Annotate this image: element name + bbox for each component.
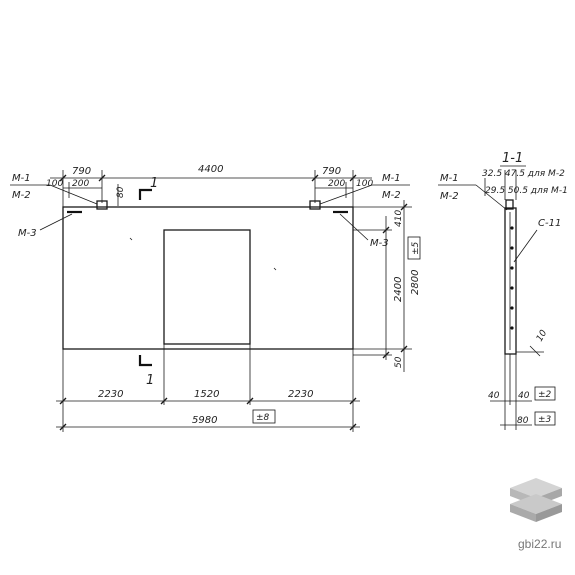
dim-200-right: 200 xyxy=(328,179,345,189)
label-m1-left: М-1 xyxy=(12,173,31,184)
section-loop xyxy=(505,199,514,210)
tolerance-pm8: ±8 xyxy=(256,413,270,423)
panel-outline xyxy=(62,206,354,350)
section-d10-arrow xyxy=(529,345,541,357)
section-d40b: 40 xyxy=(518,391,530,401)
leader-m3-right xyxy=(339,213,369,241)
dim-100-right: 100 xyxy=(356,179,373,189)
dim-410: 410 xyxy=(394,210,404,227)
dim-right-ticks xyxy=(382,203,408,359)
dim-bottom-ticks xyxy=(59,397,357,431)
leader-m1m2-right xyxy=(319,184,373,205)
section-note-1: 32.5 47.5 для М-2 xyxy=(482,169,565,179)
section-tol-pm2: ±2 xyxy=(538,390,552,400)
section-d80: 80 xyxy=(517,416,529,426)
section-tol-pm3: ±3 xyxy=(538,415,552,425)
label-m3-left: М-3 xyxy=(18,228,37,239)
tolerance-pm5: ±5 xyxy=(411,241,421,255)
cut-marker-top xyxy=(138,188,152,200)
dim-790-right: 790 xyxy=(322,166,341,177)
dim-top-ticks xyxy=(59,174,357,182)
dim-2230-left: 2230 xyxy=(98,389,123,400)
dim-100-left: 100 xyxy=(46,179,63,189)
dim-2230-right: 2230 xyxy=(288,389,313,400)
label-m3-right: М-3 xyxy=(370,238,389,249)
leader-m3-left xyxy=(39,213,73,231)
section-note-2: 29.5 50.5 для М-1 xyxy=(485,186,568,196)
tolerance-box-pm8 xyxy=(252,409,276,424)
section-m2: М-2 xyxy=(440,191,459,202)
watermark-site: gbi22.ru xyxy=(518,537,562,551)
section-title: 1-1 xyxy=(502,151,523,166)
label-m2-right: М-2 xyxy=(382,190,401,201)
section-d10: 10 xyxy=(535,328,550,343)
section-m1: М-1 xyxy=(440,173,459,184)
dim-790-left: 790 xyxy=(72,166,91,177)
dim-1520: 1520 xyxy=(194,389,219,400)
label-m1-right: М-1 xyxy=(382,173,401,184)
section-tol-box-pm3 xyxy=(534,411,556,426)
leader-m1m2-left xyxy=(49,184,98,205)
door-opening xyxy=(163,229,251,345)
inner-mark-1 xyxy=(129,237,133,241)
dim-2800: 2800 xyxy=(410,270,421,295)
label-m2-left: М-2 xyxy=(12,190,31,201)
tolerance-box-pm5 xyxy=(407,236,421,260)
dim-200-left: 200 xyxy=(72,179,89,189)
watermark-logo-icon xyxy=(510,478,562,522)
cut-marker-bottom xyxy=(138,355,152,367)
section-view: 1-1 М-1 М-2 32.5 47.5 для М-2 29.5 50.5 … xyxy=(438,151,568,430)
section-d40a: 40 xyxy=(488,391,500,401)
cut-label-top: 1 xyxy=(150,176,158,191)
section-tol-box-pm2 xyxy=(534,386,556,401)
section-rebar-dots xyxy=(510,226,514,330)
dim-4400: 4400 xyxy=(198,164,223,175)
inner-mark-2 xyxy=(273,267,277,271)
plan-view: 790 4400 790 100 200 200 100 80 М-1 М-2 … xyxy=(10,164,421,432)
section-c11: С-11 xyxy=(538,218,561,229)
dim-50: 50 xyxy=(394,356,404,368)
dim-5980: 5980 xyxy=(192,415,217,426)
dim-2400: 2400 xyxy=(393,277,404,302)
cut-label-bottom: 1 xyxy=(146,373,154,388)
section-c11-leader xyxy=(513,229,538,263)
section-m-leader xyxy=(475,184,508,211)
dim-80: 80 xyxy=(116,186,126,198)
section-slab xyxy=(504,207,517,355)
